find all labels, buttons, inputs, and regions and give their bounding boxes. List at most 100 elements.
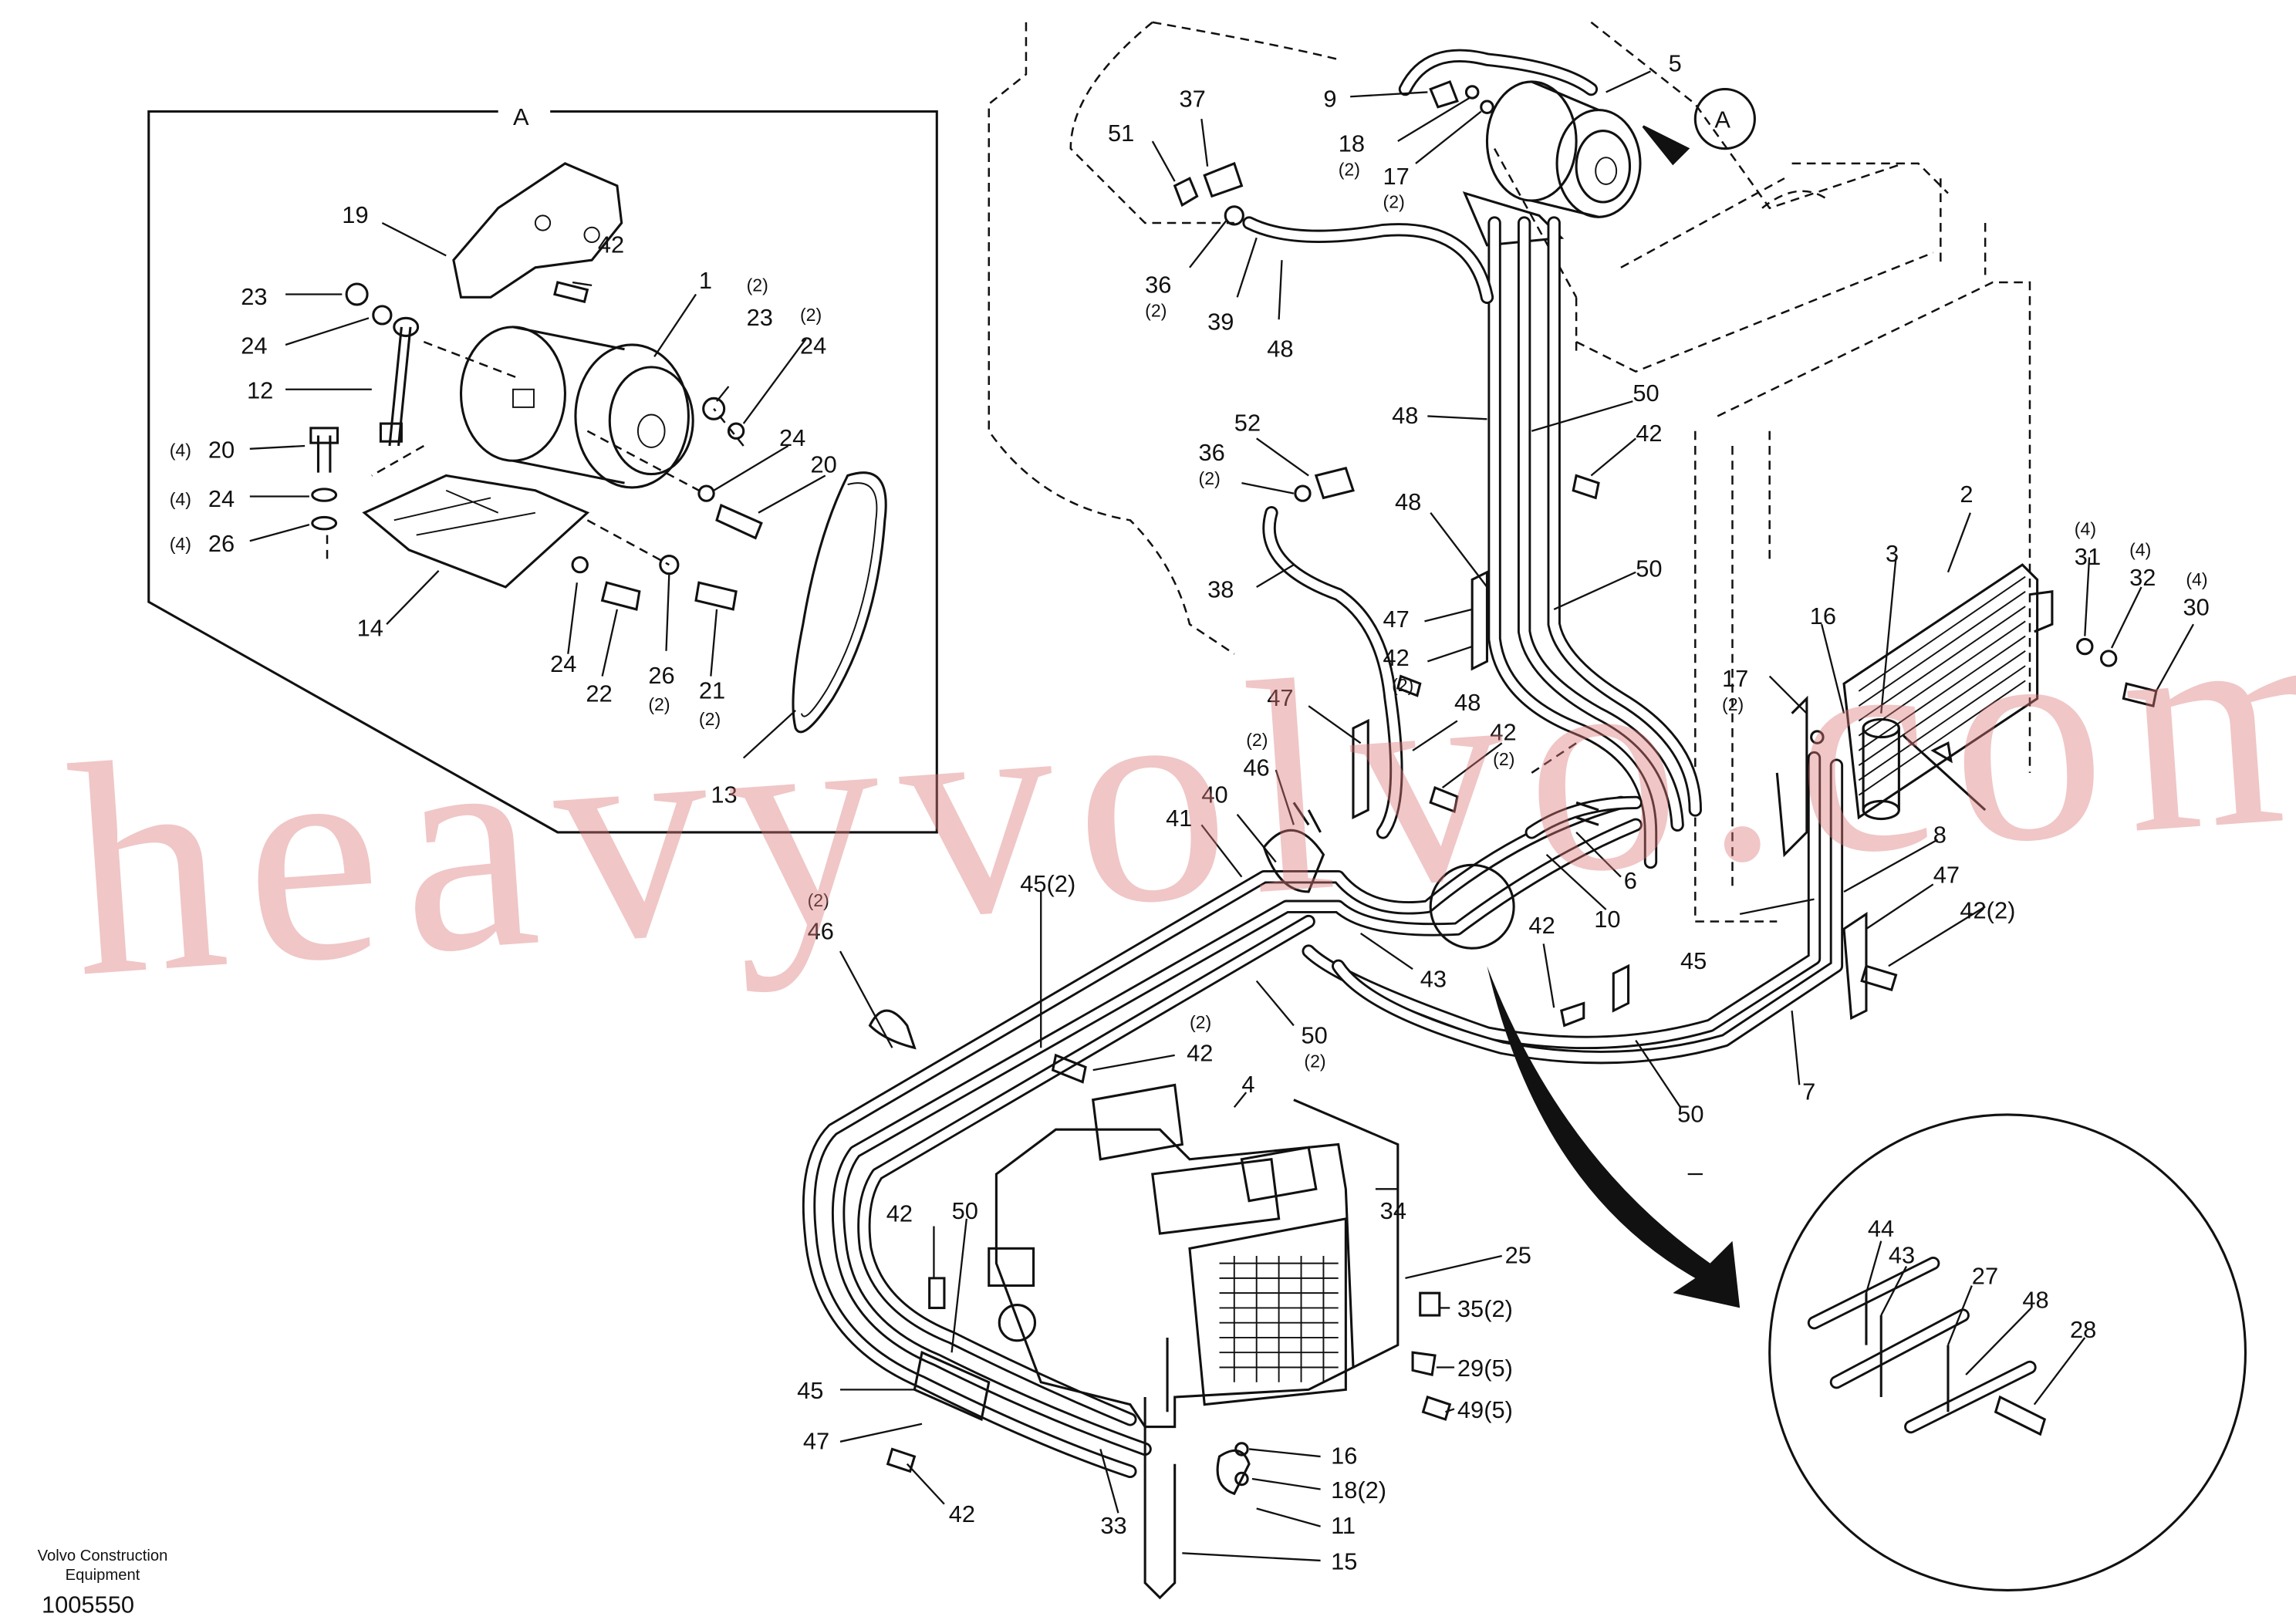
callout-42: 42 — [598, 231, 624, 258]
callout-39: 39 — [1207, 309, 1234, 336]
callout-52: 52 — [1234, 410, 1261, 437]
callout-6: 6 — [1624, 867, 1637, 894]
callout-27: 27 — [1972, 1263, 1998, 1290]
callout-10: 10 — [1594, 906, 1620, 933]
qty-24: (4) — [170, 489, 191, 509]
callout-28: 28 — [2070, 1316, 2096, 1343]
callout-42: 42 — [1187, 1040, 1213, 1067]
qty-42: (2) — [1493, 749, 1514, 769]
mounting-bracket-14 — [362, 474, 590, 589]
compressor-5-assembly — [1398, 49, 1690, 247]
callout-30: 30 — [2183, 594, 2210, 621]
callout-48: 48 — [2022, 1286, 2048, 1313]
callout-20: 20 — [208, 436, 235, 463]
callout-15: 15 — [1331, 1548, 1357, 1575]
callout-38: 38 — [1207, 576, 1234, 603]
callout-50: 50 — [1302, 1021, 1328, 1048]
callout-23: 23 — [241, 283, 267, 310]
qty-26: (4) — [170, 534, 191, 554]
callout-14: 14 — [357, 615, 383, 642]
callout-31: 31 — [2075, 543, 2101, 570]
qty-50: (2) — [1304, 1051, 1325, 1071]
brand-label: Volvo Construction Equipment — [37, 1547, 168, 1585]
qty-36: (2) — [1199, 468, 1221, 488]
callout-42: 42 — [1528, 912, 1555, 939]
callout-50: 50 — [1677, 1101, 1703, 1128]
detail-a-frame: A — [147, 103, 938, 834]
callout-48: 48 — [1395, 488, 1421, 515]
qty-46: (2) — [1246, 730, 1268, 750]
qty-30: (4) — [2186, 569, 2207, 589]
callout-48: 48 — [1454, 689, 1481, 716]
svg-text:A: A — [1714, 106, 1730, 133]
magnified-detail-circle — [1429, 863, 2247, 1592]
callout-18: 18 — [1339, 130, 1365, 157]
machine-outline-dashed — [988, 21, 2031, 923]
callout-4: 4 — [1241, 1071, 1254, 1098]
callout-42: 42 — [886, 1200, 913, 1227]
callout-16: 16 — [1331, 1443, 1357, 1470]
callout-26: 26 — [648, 662, 674, 689]
callout-42: 42 — [949, 1500, 975, 1527]
receiver-bracket — [1775, 695, 1808, 858]
callout-44: 44 — [1868, 1215, 1894, 1242]
view-a-marker: A — [1693, 88, 1756, 150]
callout-24: 24 — [779, 424, 805, 451]
callout-29: 29(5) — [1457, 1355, 1513, 1382]
qty-18: (2) — [1339, 159, 1360, 179]
callout-46: 46 — [1243, 754, 1269, 781]
callout-45: 45 — [1680, 947, 1707, 974]
callout-47: 47 — [1383, 606, 1410, 633]
callout-48: 48 — [1267, 335, 1293, 362]
callout-42: 42(2) — [1960, 897, 2015, 924]
drive-belt-13 — [792, 471, 887, 734]
callout-42: 42 — [1383, 644, 1410, 671]
callout-37: 37 — [1179, 86, 1205, 113]
callout-24: 24 — [208, 485, 235, 512]
callout-16: 16 — [1810, 602, 1836, 629]
qty-24: (2) — [800, 305, 822, 325]
callout-2: 2 — [1960, 481, 1973, 508]
qty-20: (4) — [170, 440, 191, 460]
document-number: 1005550 — [41, 1593, 135, 1619]
callout-47: 47 — [1933, 861, 1960, 888]
adjuster-rod-12 — [379, 316, 420, 447]
callout-22: 22 — [586, 680, 612, 707]
callout-24: 24 — [241, 332, 267, 359]
callout-24: 24 — [800, 332, 826, 359]
callout-36: 36 — [1145, 272, 1171, 299]
callout-36: 36 — [1199, 439, 1225, 466]
callout-13: 13 — [711, 781, 737, 808]
callout-35: 35(2) — [1457, 1295, 1513, 1322]
callout-50: 50 — [1636, 555, 1662, 582]
qty-46: (2) — [808, 890, 829, 910]
callout-5: 5 — [1669, 49, 1682, 76]
callout-48: 48 — [1392, 402, 1418, 429]
callout-19: 19 — [342, 201, 368, 228]
qty-36: (2) — [1145, 300, 1167, 320]
callout-18: 18(2) — [1331, 1477, 1386, 1504]
callout-50: 50 — [952, 1197, 978, 1224]
callout-7: 7 — [1802, 1078, 1815, 1105]
callout-33: 33 — [1100, 1512, 1126, 1539]
callout-11: 11 — [1331, 1512, 1356, 1539]
callout-45: 45(2) — [1020, 870, 1075, 897]
callout-43: 43 — [1420, 965, 1447, 992]
qty-42: (2) — [1190, 1012, 1211, 1032]
callout-3: 3 — [1886, 540, 1899, 567]
callout-20: 20 — [810, 451, 836, 478]
compressor-bracket-19 — [452, 162, 623, 299]
callout-9: 9 — [1323, 86, 1336, 113]
callout-8: 8 — [1933, 821, 1947, 848]
callout-50: 50 — [1633, 380, 1659, 407]
callout-23: 23 — [747, 304, 773, 331]
callout-labels: 19 42 1 23 24 12 (4) 20 (4) 24 (4) 26 14… — [170, 49, 2210, 1574]
qty-23: (2) — [747, 275, 768, 295]
qty-17: (2) — [1722, 694, 1744, 714]
callout-42: 42 — [1636, 420, 1662, 447]
callout-51: 51 — [1108, 120, 1134, 147]
callout-21: 21 — [699, 677, 725, 704]
callout-25: 25 — [1505, 1242, 1531, 1269]
